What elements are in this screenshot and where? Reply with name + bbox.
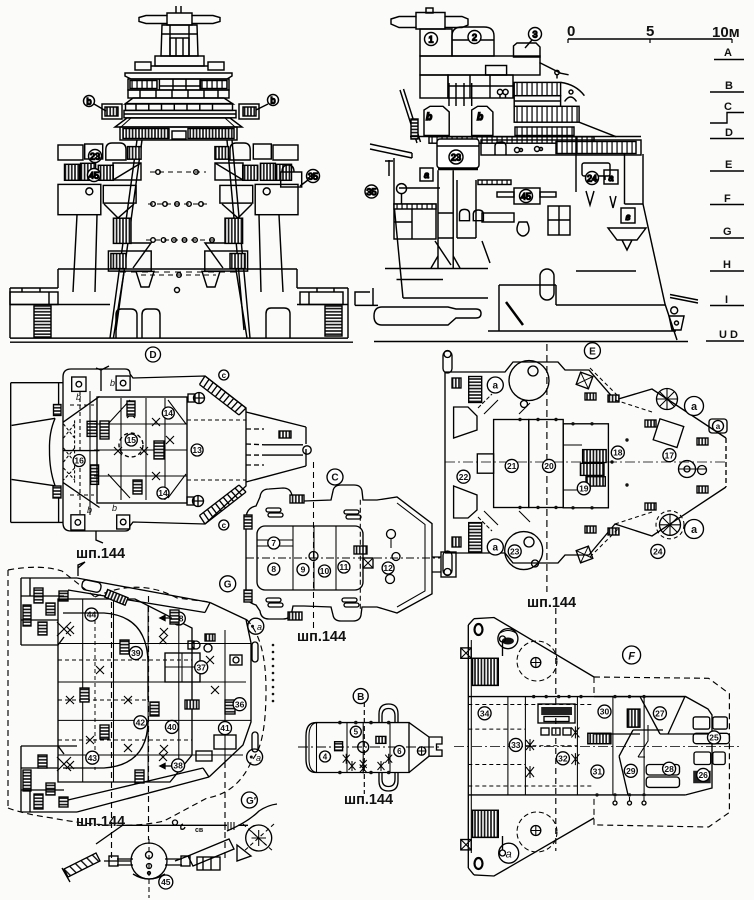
svg-text:31: 31 <box>593 767 603 777</box>
svg-text:шп.144: шп.144 <box>527 595 576 611</box>
svg-text:41: 41 <box>220 723 230 733</box>
svg-text:b: b <box>86 97 91 107</box>
svg-text:I: I <box>725 294 728 306</box>
svg-text:F: F <box>628 651 635 663</box>
svg-text:17: 17 <box>665 450 675 460</box>
svg-text:32: 32 <box>558 753 568 763</box>
svg-text:a: a <box>424 170 429 180</box>
svg-text:a: a <box>257 622 262 632</box>
svg-text:св: св <box>195 827 204 834</box>
svg-text:23: 23 <box>90 152 100 162</box>
svg-text:4: 4 <box>323 752 328 761</box>
svg-text:11: 11 <box>339 562 348 572</box>
svg-text:D: D <box>149 350 156 361</box>
svg-text:45: 45 <box>521 192 531 202</box>
svg-text:1: 1 <box>428 35 433 45</box>
svg-text:шп.144: шп.144 <box>76 814 125 830</box>
svg-text:B: B <box>725 80 733 92</box>
svg-text:5: 5 <box>354 728 359 737</box>
svg-text:9: 9 <box>301 565 306 575</box>
svg-text:26: 26 <box>698 770 708 780</box>
svg-text:C: C <box>331 473 338 484</box>
svg-text:b: b <box>426 112 432 123</box>
svg-text:33: 33 <box>511 740 521 750</box>
svg-text:30: 30 <box>600 707 610 717</box>
svg-text:44: 44 <box>87 610 97 620</box>
svg-text:7: 7 <box>271 538 276 548</box>
svg-text:27: 27 <box>655 708 665 718</box>
svg-text:a: a <box>608 173 613 183</box>
svg-text:16: 16 <box>74 456 84 466</box>
svg-text:13: 13 <box>192 445 202 455</box>
svg-text:D: D <box>725 127 733 139</box>
svg-text:22: 22 <box>459 472 469 482</box>
svg-text:шп.144: шп.144 <box>297 629 346 645</box>
svg-text:6: 6 <box>397 747 402 756</box>
svg-text:A: A <box>724 47 732 59</box>
svg-text:U D: U D <box>719 329 738 341</box>
svg-text:20: 20 <box>544 461 554 471</box>
svg-text:40: 40 <box>167 722 177 732</box>
svg-text:B: B <box>357 692 364 703</box>
svg-text:14: 14 <box>164 408 174 418</box>
svg-text:E: E <box>725 159 732 171</box>
svg-text:23: 23 <box>510 546 520 556</box>
svg-text:10: 10 <box>320 566 330 576</box>
svg-text:24: 24 <box>587 174 597 184</box>
svg-text:21: 21 <box>507 461 517 471</box>
svg-text:18: 18 <box>613 448 623 458</box>
svg-text:29: 29 <box>626 766 636 776</box>
svg-text:G: G <box>723 226 732 238</box>
svg-text:35: 35 <box>308 172 318 182</box>
svg-text:3: 3 <box>532 30 537 40</box>
svg-text:b: b <box>270 96 275 106</box>
svg-text:a: a <box>691 524 698 536</box>
svg-text:15: 15 <box>127 435 137 445</box>
svg-text:a: a <box>493 381 499 392</box>
svg-text:25: 25 <box>709 732 719 742</box>
svg-text:37: 37 <box>196 662 206 672</box>
svg-text:b: b <box>112 503 117 513</box>
svg-text:a: a <box>493 543 499 554</box>
svg-text:10м: 10м <box>712 24 740 41</box>
svg-text:14: 14 <box>158 488 168 498</box>
svg-text:шп.144: шп.144 <box>76 546 125 562</box>
svg-text:39: 39 <box>131 648 141 658</box>
svg-text:0: 0 <box>567 23 575 40</box>
svg-text:G: G <box>224 579 232 590</box>
svg-text:H: H <box>723 259 731 271</box>
svg-text:23: 23 <box>451 153 461 163</box>
svg-text:F: F <box>724 193 731 205</box>
svg-text:24: 24 <box>653 546 663 556</box>
svg-text:в: в <box>626 212 631 222</box>
svg-text:c: c <box>222 521 227 530</box>
svg-text:5: 5 <box>646 23 654 40</box>
svg-text:8: 8 <box>271 564 276 574</box>
svg-text:28: 28 <box>664 764 674 774</box>
svg-text:a: a <box>506 849 512 861</box>
svg-text:36: 36 <box>235 699 245 709</box>
svg-text:шп.144: шп.144 <box>344 792 393 808</box>
svg-text:a: a <box>716 422 721 431</box>
svg-text:E: E <box>589 346 596 357</box>
svg-text:b: b <box>477 112 483 123</box>
svg-text:43: 43 <box>88 753 98 763</box>
svg-text:34: 34 <box>480 708 490 718</box>
svg-text:45: 45 <box>89 171 99 181</box>
svg-text:C: C <box>724 101 732 113</box>
svg-text:2: 2 <box>472 33 477 43</box>
svg-text:b: b <box>110 378 115 388</box>
svg-text:G′: G′ <box>246 796 257 807</box>
svg-text:38: 38 <box>173 760 183 770</box>
svg-text:19: 19 <box>579 483 589 493</box>
svg-text:45: 45 <box>161 877 171 887</box>
svg-text:12: 12 <box>383 563 393 573</box>
svg-text:b: b <box>76 392 81 402</box>
svg-text:a: a <box>256 753 261 763</box>
svg-text:c: c <box>222 371 227 380</box>
svg-text:42: 42 <box>136 717 146 727</box>
svg-text:35: 35 <box>366 187 376 197</box>
svg-text:a: a <box>691 401 698 413</box>
